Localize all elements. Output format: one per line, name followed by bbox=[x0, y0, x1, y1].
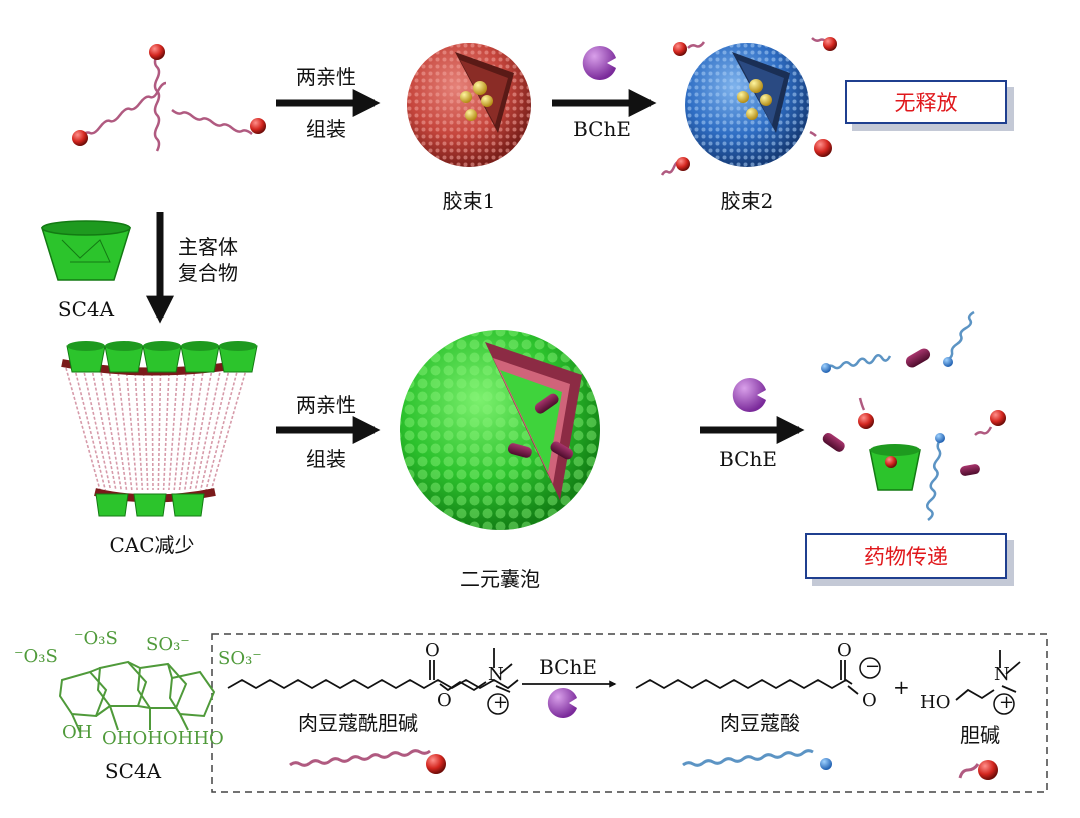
atom-O-2: O bbox=[437, 690, 452, 711]
host-guest-complex-illustration bbox=[61, 341, 258, 517]
sc4a-cone-icon bbox=[40, 220, 132, 281]
complexation-label-2: 复合物 bbox=[178, 261, 238, 285]
sc4a-so3-3: SO₃⁻ bbox=[146, 634, 190, 655]
charge-circle-plus-2 bbox=[993, 693, 1015, 715]
sc4a-so3-4: SO₃⁻ bbox=[218, 648, 262, 669]
substrate-cartoon bbox=[289, 749, 446, 774]
choline-cartoon bbox=[958, 760, 998, 780]
charge-circle-plus-1 bbox=[487, 693, 509, 715]
reaction-arrow bbox=[522, 680, 617, 718]
bche-enzyme-icon-2 bbox=[732, 378, 766, 413]
arrow3-top-label: 两亲性 bbox=[296, 393, 356, 417]
atom-N-1: N bbox=[488, 664, 504, 685]
binary-vesicle-illustration bbox=[400, 330, 600, 530]
product2-name: 胆碱 bbox=[960, 723, 1000, 747]
choline-structure bbox=[955, 650, 1021, 701]
arrow1-bottom-label: 组装 bbox=[306, 117, 346, 141]
atom-HO: HO bbox=[920, 692, 951, 713]
complexation-label-1: 主客体 bbox=[178, 235, 238, 259]
plus-sign: + bbox=[893, 675, 910, 699]
sc4a-structure bbox=[58, 660, 216, 733]
substrate-name: 肉豆蔻酰胆碱 bbox=[298, 711, 418, 735]
sc4a-so3-1: ⁻O₃S bbox=[14, 646, 58, 667]
myristoylcholine-structure bbox=[227, 648, 519, 693]
sc4a-oh-label: OH bbox=[62, 722, 93, 743]
released-fragments-top bbox=[660, 37, 837, 176]
micelle-1-illustration bbox=[407, 43, 531, 167]
free-amphiphiles bbox=[72, 44, 266, 152]
sc4a-label: SC4A bbox=[57, 297, 115, 321]
micelle-2-illustration bbox=[685, 43, 809, 167]
micelle1-label: 胶束1 bbox=[442, 189, 496, 213]
drug-release-illustration bbox=[821, 310, 1006, 521]
sc4a-oh-group: OHOHOHHO bbox=[102, 728, 224, 749]
reaction-bche-label: BChE bbox=[539, 655, 597, 679]
atom-O-4: O bbox=[862, 690, 877, 711]
product1-name: 肉豆蔻酸 bbox=[720, 711, 800, 735]
sc4a-bottom-label: SC4A bbox=[104, 759, 162, 783]
atom-N-2: N bbox=[994, 664, 1010, 685]
drug-delivery-label: 药物传递 bbox=[864, 545, 948, 569]
no-release-label: 无释放 bbox=[894, 91, 958, 115]
arrow4-bottom-label: BChE bbox=[719, 447, 777, 471]
charge-plus-2: + bbox=[999, 692, 1015, 713]
atom-O-1: O bbox=[425, 640, 440, 661]
myristic-acid-structure bbox=[635, 660, 859, 695]
arrow2-bottom-label: BChE bbox=[573, 117, 631, 141]
bche-enzyme-icon bbox=[582, 46, 616, 80]
no-release-box: 无释放 bbox=[845, 80, 1007, 124]
arrow1-top-label: 两亲性 bbox=[296, 65, 356, 89]
cac-label: CAC减少 bbox=[109, 533, 195, 557]
drug-delivery-box: 药物传递 bbox=[805, 533, 1007, 579]
reaction-box bbox=[211, 633, 1048, 793]
arrow3-bottom-label: 组装 bbox=[306, 447, 346, 471]
micelle2-label: 胶束2 bbox=[720, 189, 774, 213]
charge-minus: − bbox=[865, 656, 881, 677]
charge-circle-minus bbox=[859, 657, 881, 679]
atom-O-3: O bbox=[837, 640, 852, 661]
acid-cartoon bbox=[682, 749, 832, 770]
vesicle-label: 二元囊泡 bbox=[460, 567, 540, 591]
sc4a-so3-2: ⁻O₃S bbox=[74, 628, 118, 649]
charge-plus-1: + bbox=[493, 692, 509, 713]
